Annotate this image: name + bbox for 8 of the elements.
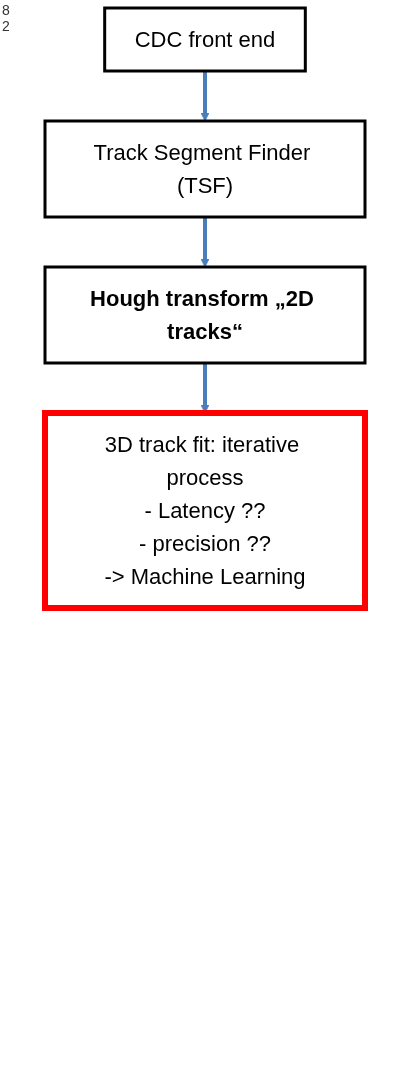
node-box: CDC front end bbox=[103, 6, 307, 73]
node-box: 3D track fit: iterative process - Latency ?? - precision ?? -> Machine Learning bbox=[42, 410, 368, 611]
node-box: Hough transform „2D tracks“ bbox=[43, 265, 367, 365]
label-text: 8 bbox=[2, 2, 10, 18]
arrow bbox=[200, 71, 210, 122]
node-box: Track Segment Finder (TSF) bbox=[43, 119, 367, 219]
label-text: 2 bbox=[2, 18, 10, 34]
arrow bbox=[200, 217, 210, 268]
